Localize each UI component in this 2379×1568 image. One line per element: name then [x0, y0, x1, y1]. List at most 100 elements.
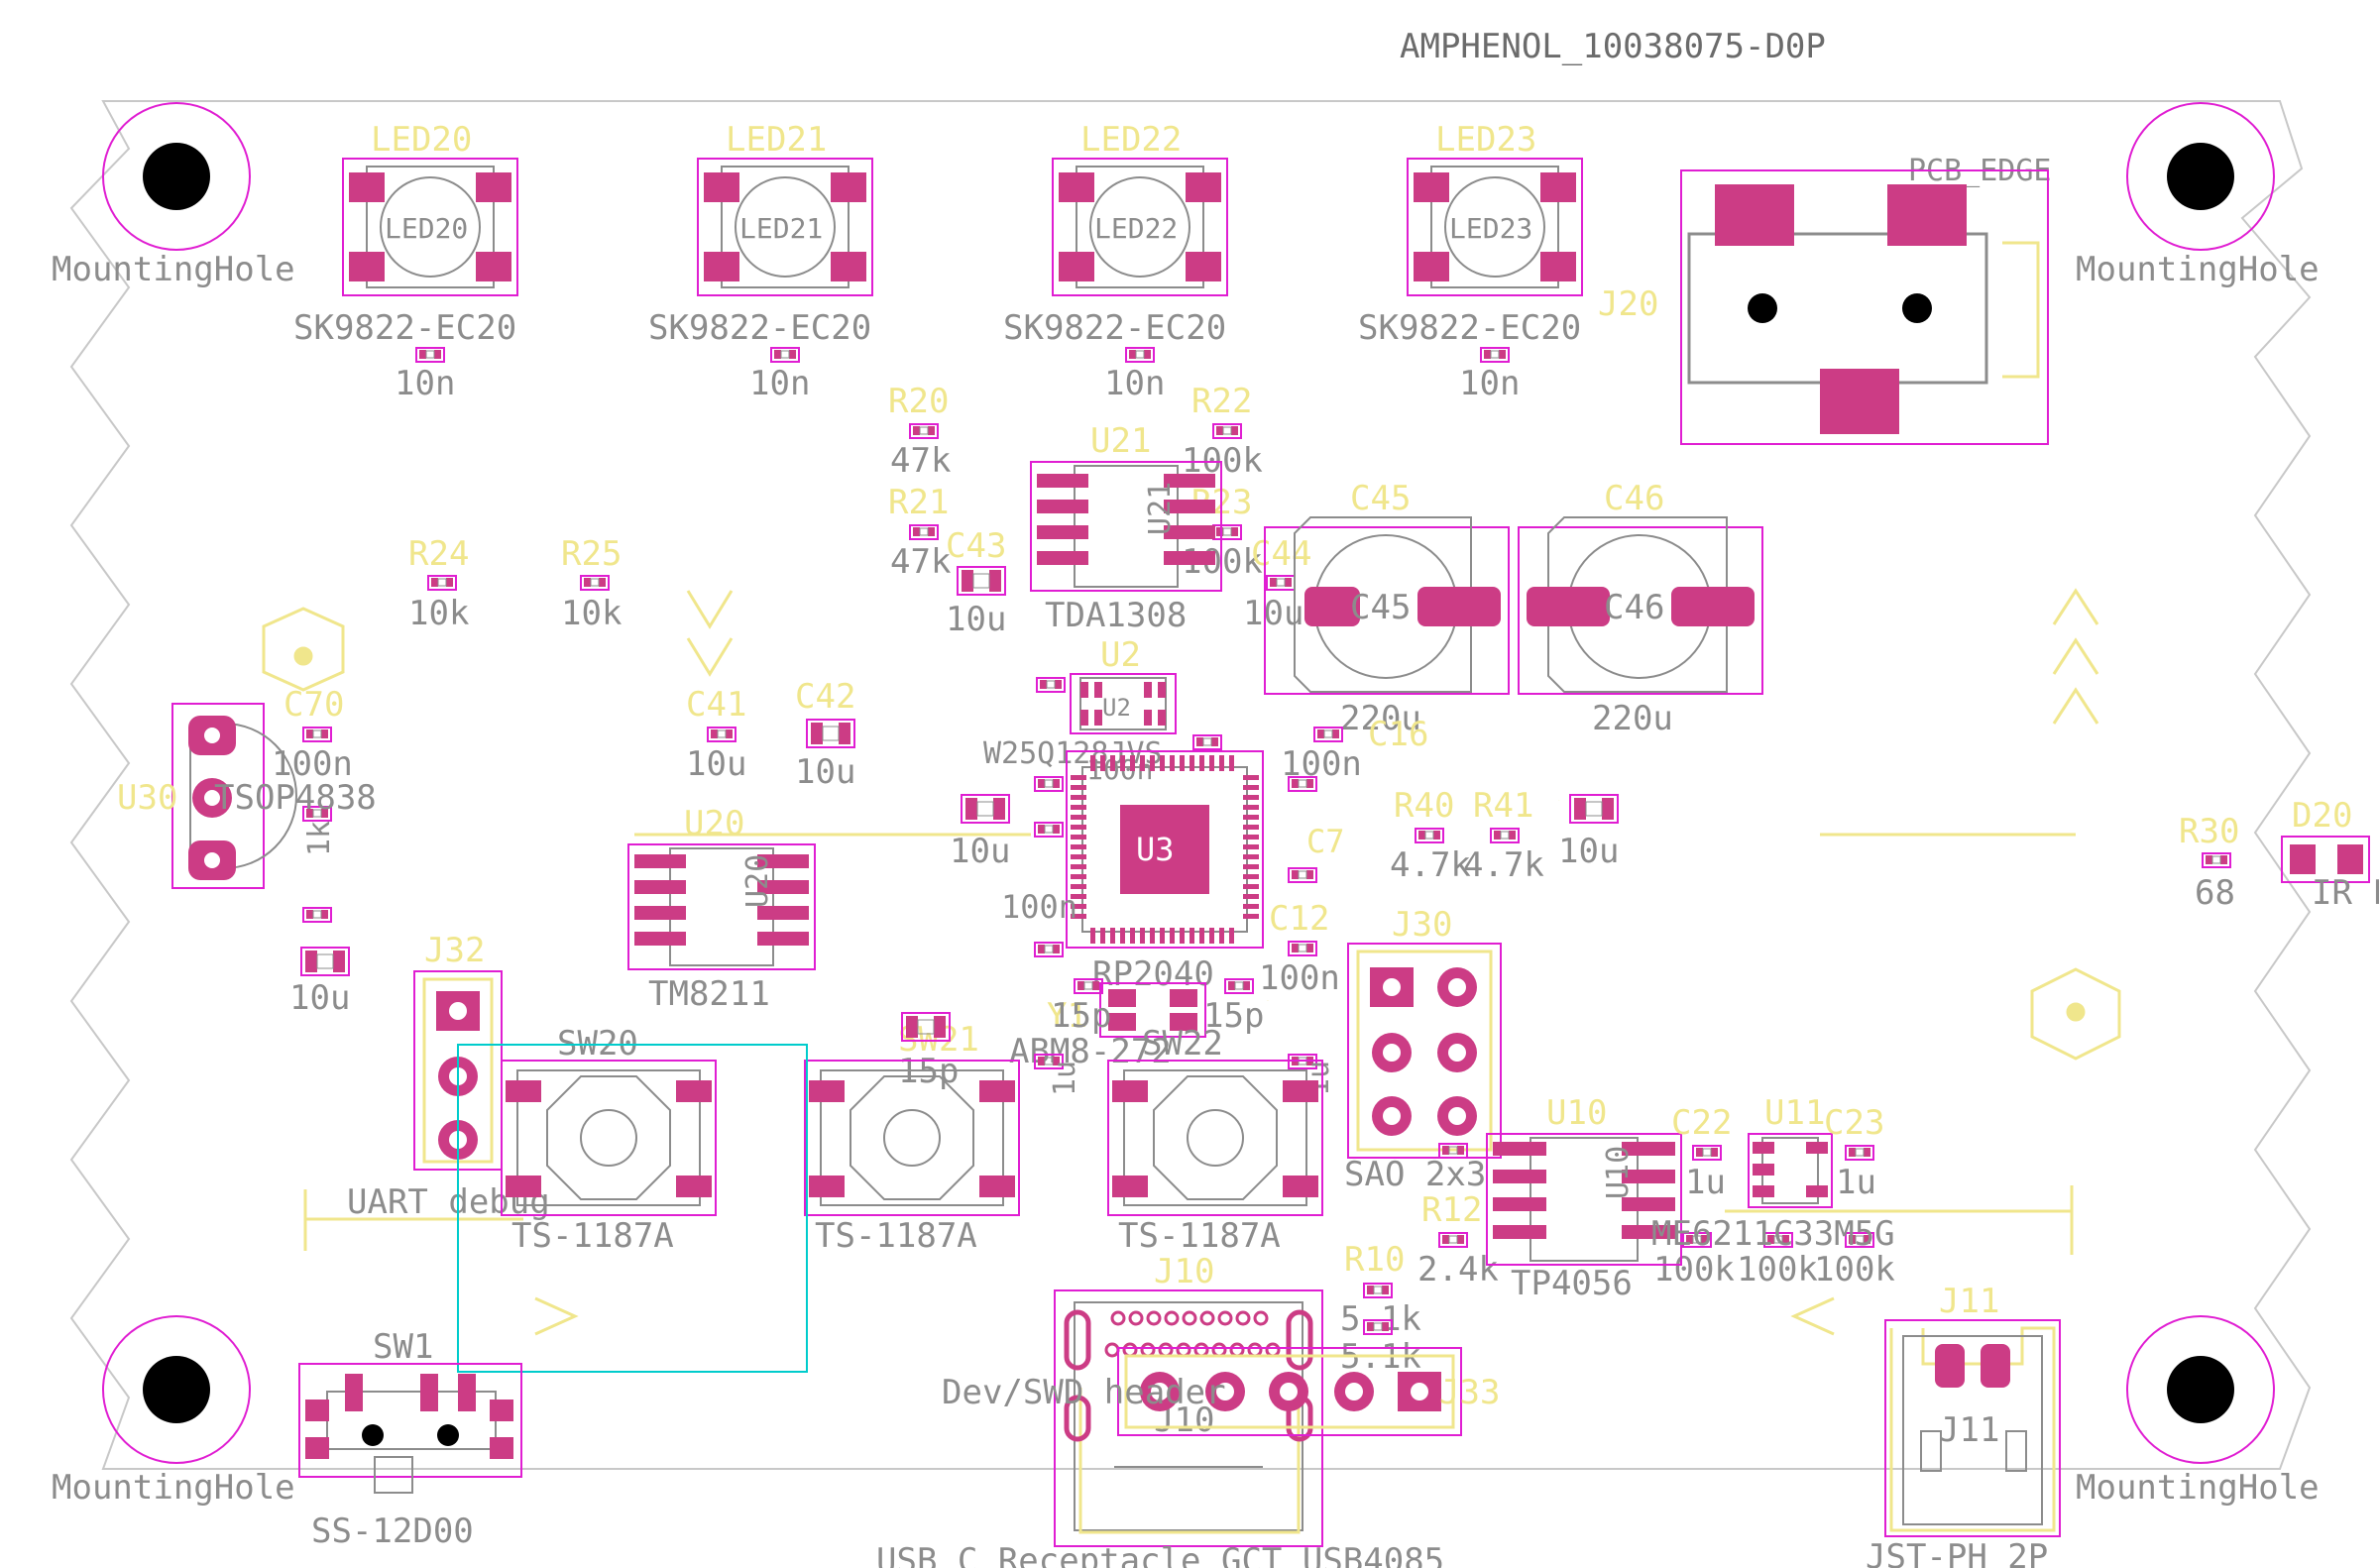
silk-arrows: [262, 588, 2121, 1336]
ir-receiver-u30: U30 TSOP4838: [117, 703, 377, 889]
capacitor: C15 1u: [1034, 1000, 1269, 1096]
svg-text:R21: R21: [888, 483, 949, 522]
svg-text:Y1: Y1: [1047, 996, 1087, 1036]
svg-text:TS-1187A: TS-1187A: [1118, 1216, 1281, 1256]
svg-text:R20: R20: [888, 382, 949, 421]
svg-text:SW1: SW1: [373, 1327, 433, 1367]
tactile-switch[interactable]: TS-1187A: [804, 1060, 1020, 1256]
svg-text:IR LED 940: IR LED 940: [2312, 873, 2379, 913]
resistor: R21 47k: [888, 483, 951, 582]
svg-text:C7: C7: [1306, 823, 1345, 860]
svg-text:MountingHole: MountingHole: [52, 250, 295, 289]
capacitor: 1u: [1433, 1143, 1468, 1186]
svg-text:TM8211: TM8211: [648, 974, 770, 1014]
svg-text:LED20: LED20: [371, 120, 472, 160]
mounting-hole: MountingHole: [2076, 1315, 2320, 1508]
svg-text:TDA1308: TDA1308: [1045, 596, 1187, 635]
resistor: 100k: [1653, 1232, 1735, 1289]
svg-text:10n: 10n: [1459, 364, 1520, 403]
svg-text:LED21: LED21: [739, 212, 823, 245]
led-footprint: LED21 LED21 SK9822-EC20 10n: [648, 120, 873, 403]
header-j30: J30 SAO 2x3: [1344, 905, 1502, 1194]
resistor: 1k: [302, 806, 337, 856]
svg-text:J20: J20: [1598, 284, 1658, 324]
svg-text:15p: 15p: [1051, 996, 1111, 1036]
svg-text:R30: R30: [2179, 812, 2239, 851]
svg-text:J11: J11: [1939, 1282, 1999, 1321]
svg-text:R41: R41: [1473, 786, 1533, 826]
svg-text:10u: 10u: [950, 832, 1010, 871]
tactile-switch[interactable]: SW20 TS-1187A: [501, 1024, 717, 1256]
svg-text:LED23: LED23: [1435, 120, 1536, 160]
capacitor: 10u: [289, 907, 350, 1018]
usb-c-receptacle-j10[interactable]: J10 J10 USB_C_Receptacle_GCT_USB4085: [876, 1252, 1444, 1568]
svg-text:1u: 1u: [1048, 1061, 1082, 1096]
ic-u11: U11 ME6211C33M5G: [1651, 1093, 1895, 1254]
svg-text:Dev/SWD header: Dev/SWD header: [942, 1373, 1226, 1412]
svg-text:U10: U10: [1546, 1093, 1607, 1133]
svg-text:1u: 1u: [1433, 1184, 1435, 1186]
resistor: R24 10k: [408, 534, 469, 633]
svg-text:U11: U11: [1764, 1093, 1825, 1133]
mounting-hole: MountingHole: [52, 102, 295, 289]
svg-text:68: 68: [2195, 873, 2235, 913]
svg-text:47k: 47k: [890, 542, 951, 582]
led-footprint: LED23 LED23 SK9822-EC20 10n: [1358, 120, 1583, 403]
ic-u2: U2 U2 W25Q128JVS: [983, 635, 1177, 771]
svg-text:100k: 100k: [1737, 1250, 1818, 1289]
svg-text:C44: C44: [1251, 534, 1311, 574]
svg-text:TSOP4838: TSOP4838: [214, 778, 377, 818]
svg-text:SK9822-EC20: SK9822-EC20: [648, 308, 871, 348]
svg-text:JST-PH 2P: JST-PH 2P: [1866, 1537, 2048, 1568]
svg-text:J30: J30: [1392, 905, 1452, 945]
svg-text:MountingHole: MountingHole: [2076, 250, 2320, 289]
svg-text:LED22: LED22: [1080, 120, 1182, 160]
board-title: AMPHENOL_10038075-D0P: [1400, 27, 1826, 66]
svg-text:SK9822-EC20: SK9822-EC20: [1358, 308, 1581, 348]
svg-text:10k: 10k: [408, 594, 469, 633]
ic-u20: U20 U20 TM8211: [627, 804, 816, 1014]
svg-text:C41: C41: [686, 685, 746, 725]
svg-text:10n: 10n: [1104, 364, 1165, 403]
svg-text:SAO 2x3: SAO 2x3: [1344, 1155, 1486, 1194]
electrolytic-capacitor: C45 C45 220u: [1264, 479, 1510, 738]
svg-text:C15: C15: [1267, 1000, 1269, 1002]
mounting-hole: MountingHole: [52, 1315, 295, 1508]
svg-text:MountingHole: MountingHole: [2076, 1468, 2320, 1508]
svg-text:J11: J11: [1939, 1410, 1999, 1450]
jst-connector-j11[interactable]: J11 J11 JST-PH 2P: [1866, 1282, 2061, 1568]
svg-text:U2: U2: [1100, 635, 1141, 675]
svg-text:SS-12D00: SS-12D00: [311, 1512, 474, 1551]
svg-text:C23: C23: [1824, 1103, 1884, 1143]
svg-text:220u: 220u: [1340, 699, 1421, 738]
svg-text:LED22: LED22: [1094, 212, 1178, 245]
svg-text:LED20: LED20: [385, 212, 468, 245]
user-drawing-box: [457, 1044, 808, 1373]
capacitor: SW2115p: [898, 1012, 979, 1091]
svg-text:C22: C22: [1671, 1103, 1732, 1143]
svg-text:C46: C46: [1604, 588, 1664, 627]
svg-text:R24: R24: [408, 534, 469, 574]
svg-text:C45: C45: [1350, 479, 1411, 518]
svg-text:RP2040: RP2040: [1092, 954, 1214, 994]
slide-switch-sw1[interactable]: SW1 SS-12D00: [298, 1327, 522, 1551]
svg-text:MountingHole: MountingHole: [52, 1468, 295, 1508]
electrolytic-capacitor: C46 C46 220u: [1518, 479, 1763, 738]
crystal-y1: Y1 ABM8-272: [1009, 982, 1206, 1071]
svg-text:100n: 100n: [272, 744, 353, 784]
svg-text:R10: R10: [1344, 1240, 1405, 1280]
svg-text:U3: U3: [1136, 831, 1175, 868]
svg-text:C16: C16: [1368, 715, 1428, 754]
tactile-switch[interactable]: SW22 TS-1187A: [1107, 1024, 1323, 1256]
svg-text:100k: 100k: [1814, 1250, 1895, 1289]
capacitor: 15p: [1051, 978, 1111, 1036]
svg-text:U21: U21: [1143, 482, 1178, 535]
